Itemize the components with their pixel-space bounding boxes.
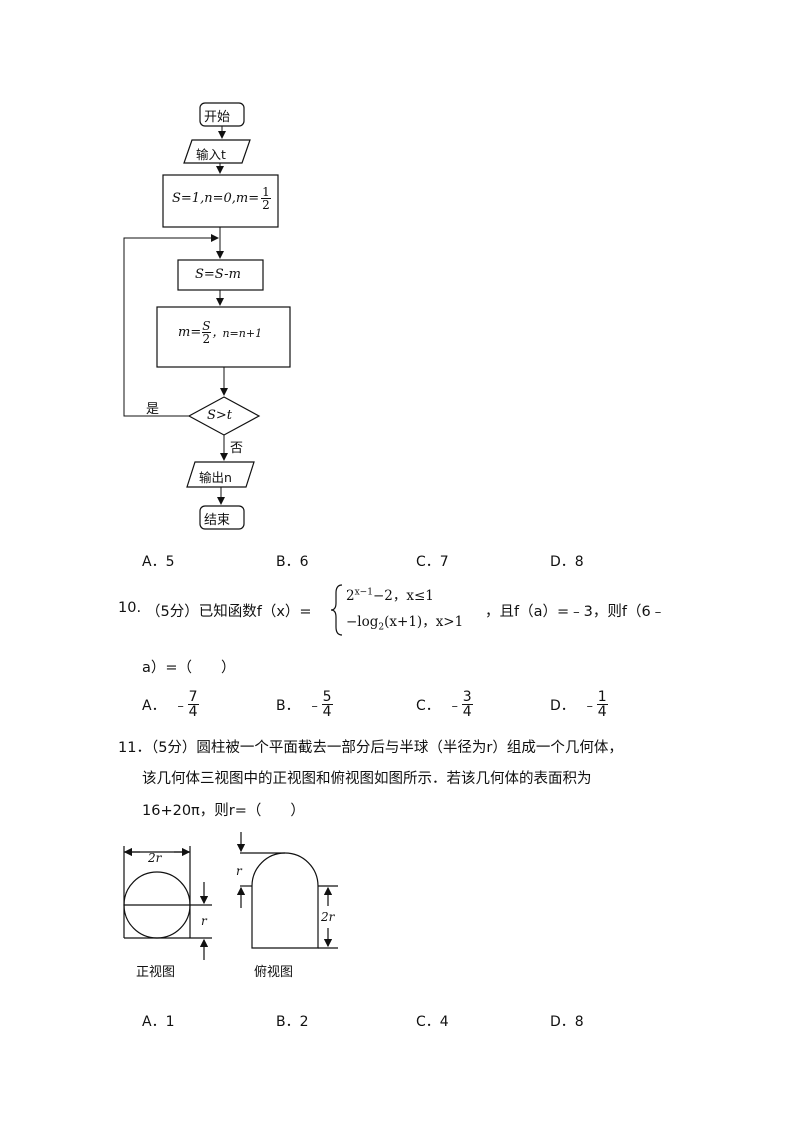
q9-option-d[interactable]: D．8 <box>550 554 584 570</box>
step2-fraction: S 2 <box>201 319 212 346</box>
q11-stem-line1: 11．（5分）圆柱被一个平面截去一部分后与半球（半径为r）组成一个几何体， <box>118 740 623 756</box>
yes-label: 是 <box>146 402 160 417</box>
piecewise-case-1: 2x−1−2，x≤1 <box>346 587 434 605</box>
input-parallelogram <box>183 139 251 164</box>
input-label: 输入t <box>196 147 226 162</box>
q11-option-a[interactable]: A．1 <box>142 1014 175 1030</box>
condition-label: S>t <box>207 408 233 423</box>
q11-stem-line2: 该几何体三视图中的正视图和俯视图如图所示．若该几何体的表面积为 <box>142 771 592 787</box>
three-view-figure <box>123 832 338 960</box>
init-frac-den: 2 <box>261 198 271 212</box>
step2-frac-den: 2 <box>201 332 212 346</box>
q9-option-c[interactable]: C．7 <box>416 554 449 570</box>
top-view <box>236 832 338 949</box>
step2-frac-num: S <box>202 319 211 333</box>
front-view-caption: 正视图 <box>136 965 176 980</box>
init-box <box>162 174 279 228</box>
step2-suffix: ，n=n+1 <box>211 326 263 340</box>
flowchart-lines <box>123 102 291 530</box>
q9-option-b[interactable]: B．6 <box>276 554 309 570</box>
piecewise-case-2: −log2(x+1)，x>1 <box>346 614 464 633</box>
init-label: S=1,n=0,m= 1 2 <box>172 186 271 211</box>
top-2r-label: 2r <box>321 910 335 924</box>
front-2r-label: 2r <box>148 851 162 865</box>
top-r-label: r <box>236 864 242 878</box>
init-frac-num: 1 <box>262 185 270 199</box>
output-parallelogram <box>186 461 255 488</box>
step2-box <box>156 306 291 368</box>
front-r-label: r <box>201 914 207 928</box>
q9-option-a[interactable]: A．5 <box>142 554 175 570</box>
start-label: 开始 <box>204 110 231 125</box>
piecewise-brace <box>330 584 343 636</box>
q11-option-b[interactable]: B．2 <box>276 1014 309 1030</box>
q10-number: 10. <box>118 600 142 616</box>
q11-stem-line3: 16+20π，则r=（ ） <box>142 803 305 819</box>
q10-stem-line2: a）=（ ） <box>142 660 236 676</box>
init-text: S=1,n=0,m= <box>172 191 260 206</box>
q10-stem-tail: ，且f（a）=﹣3，则f（6﹣ <box>485 604 666 620</box>
output-label: 输出n <box>199 470 232 485</box>
step2-prefix: m= <box>178 325 202 340</box>
top-view-caption: 俯视图 <box>254 965 294 980</box>
q10-stem: （5分）已知函数f（x）= <box>146 604 312 620</box>
init-fraction: 1 2 <box>261 186 271 211</box>
step1-box <box>177 259 264 291</box>
step2-label: m= S 2 ，n=n+1 <box>178 320 262 345</box>
step1-label: S=S-m <box>195 267 241 282</box>
end-box <box>199 505 245 530</box>
q11-option-c[interactable]: C．4 <box>416 1014 449 1030</box>
end-label: 结束 <box>204 513 231 528</box>
q11-option-d[interactable]: D．8 <box>550 1014 584 1030</box>
front-view <box>123 846 212 960</box>
no-label: 否 <box>230 441 244 456</box>
